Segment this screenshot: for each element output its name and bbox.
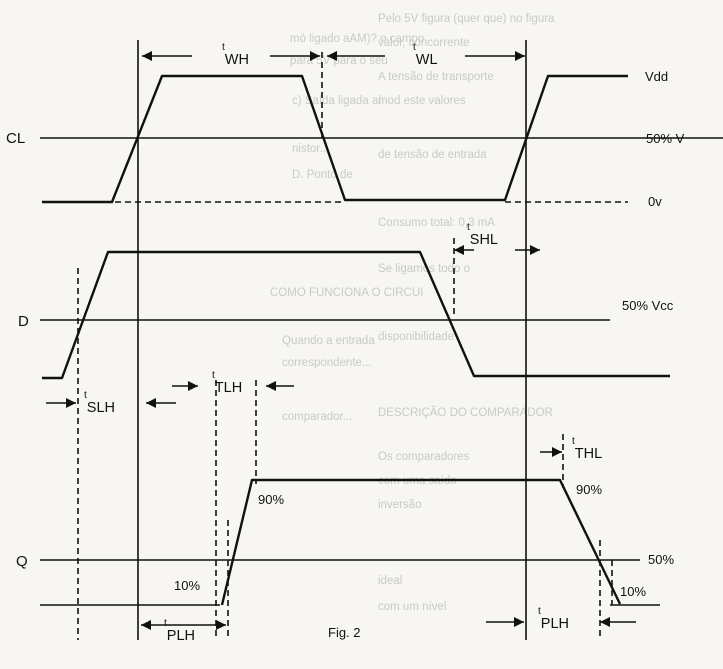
p90-left-label: 90% [258,492,284,507]
twl-main: WL [416,52,438,68]
bg-left-line: COMO FUNCIONA O CIRCUI [270,287,423,299]
bg-right-line: Se ligamos todo o [378,263,470,275]
bg-left-line: Quando a entrada [282,335,375,347]
clock-signal-label: CL [6,130,25,147]
bg-left-line: para 5V para o seu [290,55,388,67]
tshl-main: SHL [470,232,498,248]
clock-waveform [42,74,628,204]
twl-t: t [413,42,416,53]
tthl-t: t [572,436,575,447]
background-text-left: mó ligado aAM)? o campo para 5V para o s… [270,33,424,423]
bg-left-line: nistor... [292,143,329,155]
tslh-main: SLH [87,400,115,416]
bg-right-line: DESCRIÇÃO DO COMPARADOR [378,406,553,419]
tshl-label: tSHL [467,222,498,248]
p10-left-label: 10% [174,578,200,593]
twl-arrowhead-left [327,51,337,61]
bg-left-line: comparador... [282,411,352,423]
zero-volt-label: 0v [648,194,662,209]
tplh-right-t: t [538,606,541,617]
bg-left-line: c) Saída ligada aí [292,95,382,107]
twh-t: t [222,42,225,53]
tplh-left-main: PLH [167,628,195,644]
tslh-label: tSLH [84,390,115,416]
figure-caption: Fig. 2 [328,625,361,640]
bg-right-line: Consumo total: 0,3 mA [378,217,495,229]
bg-right-line: de tensão de entrada [378,149,487,161]
twh-arrowhead-left [142,51,152,61]
data-waveform [42,250,670,380]
tplh-right-arrowhead-right [600,617,610,627]
tplh-left-t: t [164,618,167,629]
tplh-left-arrowhead-left [141,620,151,630]
tthl-arrowhead-left [552,447,562,457]
bg-right-line: mod este valores [378,95,466,107]
tslh-arrowhead-right [146,398,156,408]
tthl-main: THL [575,446,602,462]
twl-label: tWL [413,42,438,68]
ttlh-main: TLH [215,380,242,396]
bg-left-line: mó ligado aAM)? o campo [290,33,424,45]
tplh-right-label: tPLH [538,606,569,632]
bg-right-line: disponibilidade [378,331,454,343]
tslh-t: t [84,390,87,401]
tshl-arrowhead-right [530,245,540,255]
tplh-left-label: tPLH [164,618,195,644]
ttlh-arrowhead-right [266,381,276,391]
tplh-right-main: PLH [541,616,569,632]
clock-50pct-label: 50% V [646,131,685,146]
twh-arrowhead-right [310,51,320,61]
data-50pct-label: 50% Vcc [622,298,674,313]
tplh-left-arrowhead-right [216,620,226,630]
p90-right-label: 90% [576,482,602,497]
tslh-arrowhead-left [66,398,76,408]
bg-left-line: D. Ponto de [292,169,353,181]
tshl-arrowhead-left [454,245,464,255]
bg-left-line: correspondente... [282,357,372,369]
bg-right-line: Os comparadores [378,451,470,463]
ttlh-label: tTLH [212,370,242,396]
background-text-right: Pelo 5V figura (quer que) no figura valo… [378,13,555,613]
output-signal-label: Q [16,553,28,570]
twh-label: tWH [222,42,249,68]
output-waveform [220,478,622,606]
bg-right-line: com um nível [378,601,446,613]
bg-right-line: inversão [378,499,421,511]
tshl-t: t [467,222,470,233]
data-signal-label: D [18,313,29,330]
bg-right-line: valor, concorrente [378,37,469,49]
twh-main: WH [225,52,249,68]
bg-right-line: A tensão de transporte [378,71,494,83]
ttlh-t: t [212,370,215,381]
p10-right-label: 10% [620,584,646,599]
bg-right-line: Pelo 5V figura (quer que) no figura [378,13,555,25]
bg-right-line: ideal [378,575,402,587]
tthl-label: tTHL [572,436,602,462]
tplh-right-arrowhead-left [514,617,524,627]
output-50pct-label: 50% [648,552,674,567]
ttlh-arrowhead-left [188,381,198,391]
twl-arrowhead-right [515,51,525,61]
vdd-label: Vdd [645,69,668,84]
